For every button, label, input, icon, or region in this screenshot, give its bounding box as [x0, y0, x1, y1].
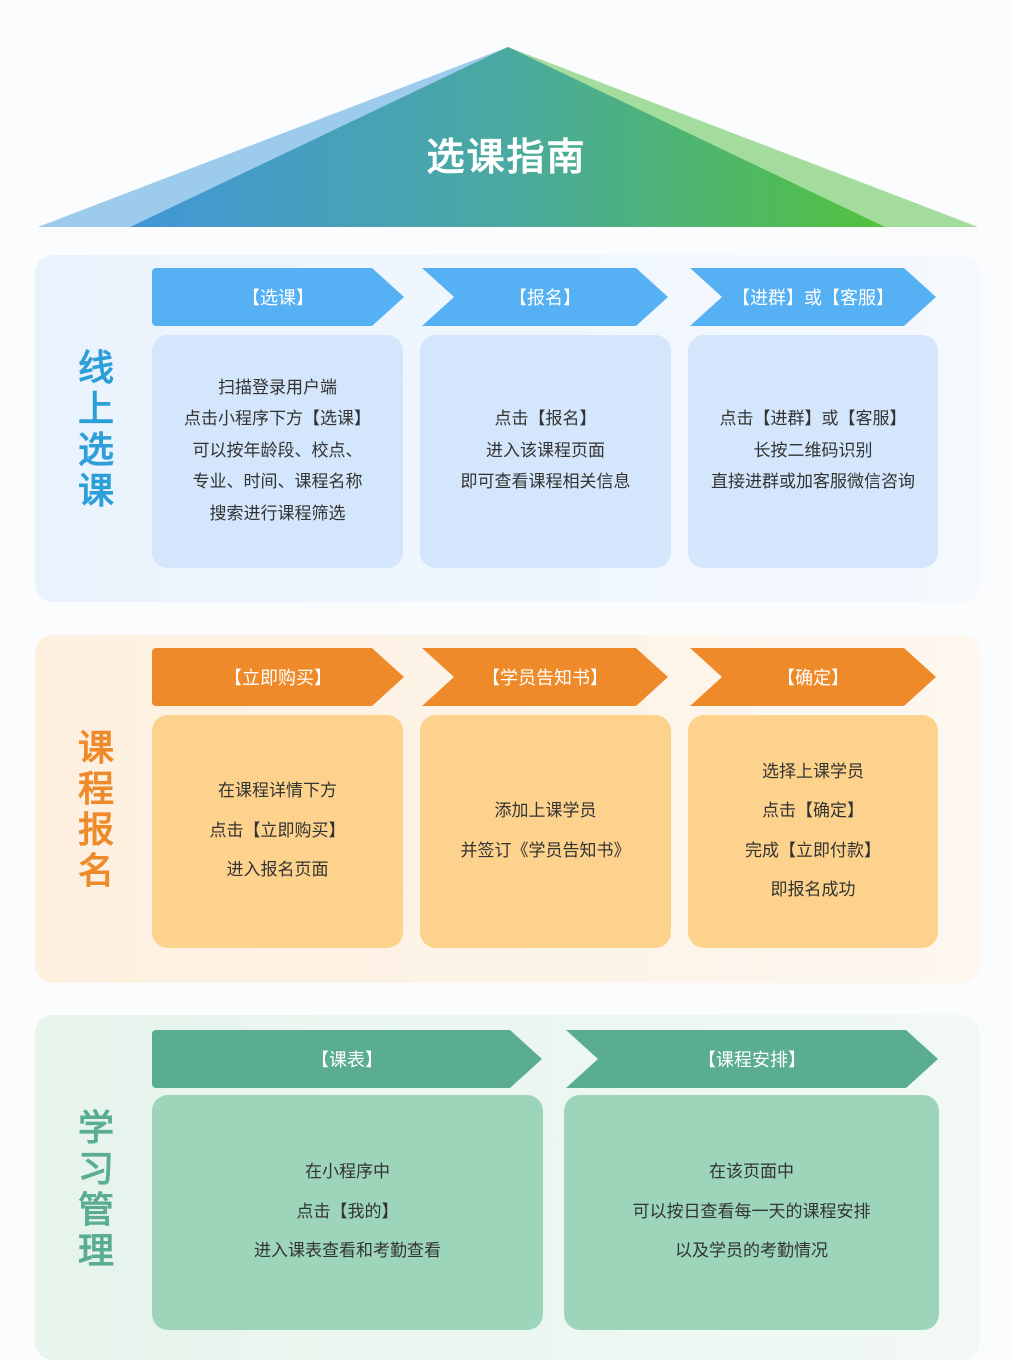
step-header: 【学员告知书】: [422, 648, 668, 706]
step-card: 在课程详情下方 点击【立即购买】 进入报名页面: [152, 715, 403, 948]
card-line: 进入该课程页面: [486, 440, 605, 461]
card-line: 可以按年龄段、校点、: [192, 440, 363, 461]
card-line: 长按二维码识别: [753, 440, 873, 461]
card-line: 直接进群或加客服微信咨询: [711, 472, 915, 493]
card-line: 点击【立即购买】: [209, 820, 346, 841]
step-card: 扫描登录用户端 点击小程序下方【选课】 可以按年龄段、校点、 专业、时间、课程名…: [152, 335, 403, 568]
card-line: 扫描登录用户端: [218, 377, 337, 398]
step-card: 选择上课学员 点击【确定】 完成【立即付款】 即报名成功: [688, 715, 938, 948]
step-card: 点击【报名】 进入该课程页面 即可查看课程相关信息: [420, 335, 671, 568]
section-label: 学习管理: [77, 1108, 114, 1272]
step-header: 【确定】: [690, 648, 936, 706]
card-line: 点击【确定】: [762, 801, 864, 821]
step-header: 【报名】: [422, 268, 668, 326]
card-line: 点击【进群】或【客服】: [719, 409, 907, 430]
card-line: 完成【立即付款】: [745, 840, 881, 861]
card-line: 进入报名页面: [226, 860, 329, 881]
section-label: 线上选课: [77, 348, 114, 512]
card-line: 点击小程序下方【选课】: [184, 409, 371, 430]
step-card: 在小程序中 点击【我的】 进入课表查看和考勤查看: [152, 1095, 543, 1330]
step-card: 添加上课学员 并签订《学员告知书》: [420, 715, 671, 948]
card-line: 进入课表查看和考勤查看: [254, 1241, 441, 1262]
card-line: 即可查看课程相关信息: [460, 472, 631, 493]
card-line: 添加上课学员: [494, 801, 597, 821]
step-header: 【选课】: [152, 268, 404, 326]
step-header: 【进群】或【客服】: [690, 268, 936, 326]
card-line: 并签订《学员告知书》: [460, 840, 631, 861]
card-line: 搜索进行课程筛选: [209, 503, 346, 524]
step-header: 【课表】: [152, 1030, 542, 1088]
step-header: 【立即购买】: [152, 648, 404, 706]
card-line: 可以按日查看每一天的课程安排: [632, 1201, 871, 1222]
card-line: 点击【报名】: [494, 409, 597, 430]
card-line: 在课程详情下方: [218, 781, 337, 802]
card-line: 即报名成功: [770, 880, 856, 900]
step-header: 【课程安排】: [566, 1030, 938, 1088]
card-line: 在该页面中: [709, 1162, 794, 1183]
roof-banner: [38, 47, 978, 227]
card-line: 点击【我的】: [296, 1201, 399, 1222]
card-line: 专业、时间、课程名称: [192, 472, 363, 493]
step-card: 点击【进群】或【客服】 长按二维码识别 直接进群或加客服微信咨询: [688, 335, 938, 568]
page-title: 选课指南: [426, 135, 587, 179]
step-card: 在该页面中 可以按日查看每一天的课程安排 以及学员的考勤情况: [564, 1095, 939, 1330]
card-line: 在小程序中: [305, 1162, 390, 1183]
card-line: 以及学员的考勤情况: [675, 1241, 828, 1262]
section-label: 课程报名: [77, 728, 114, 892]
card-line: 选择上课学员: [762, 761, 864, 782]
